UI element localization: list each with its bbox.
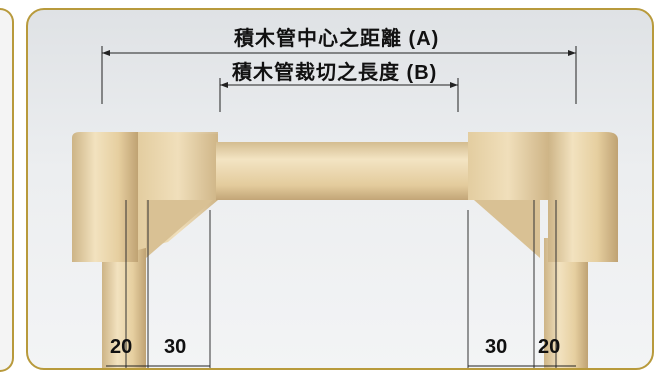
pipe-diagram [72, 46, 618, 368]
center-distance-label: 積木管中心之距離 (A) [234, 28, 440, 50]
cut-length-label: 積木管裁切之長度 (B) [232, 62, 438, 84]
left-panel-edge [0, 8, 14, 372]
diagram-panel: 積木管中心之距離 (A) 積木管裁切之長度 (B) 20 30 30 20 [26, 8, 654, 370]
horizontal-pipe [216, 142, 472, 200]
dimension-right-inner: 30 [485, 336, 508, 358]
left-elbow-fitting [72, 132, 138, 262]
dimension-right-outer: 20 [538, 336, 561, 358]
right-elbow-fitting [548, 132, 618, 262]
dimension-left-inner: 30 [164, 336, 187, 358]
dimension-left-outer: 20 [110, 336, 133, 358]
